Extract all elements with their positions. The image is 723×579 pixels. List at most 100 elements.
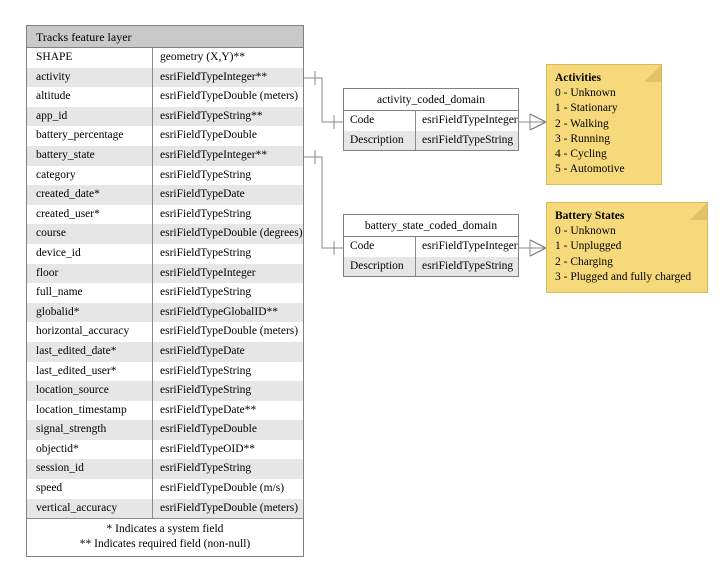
field-type: esriFieldTypeOID** (160, 442, 256, 455)
table-row: vertical_accuracy esriFieldTypeDouble (me… (27, 498, 303, 519)
table-row: location_timestamp esriFieldTypeDate** (27, 400, 303, 421)
table-row: battery_percentage esriFieldTypeDouble (27, 126, 303, 146)
field-name: course (27, 224, 153, 244)
field-type: esriFieldTypeInteger** (160, 70, 268, 83)
field-name: full_name (27, 283, 153, 303)
domain-field-type: esriFieldTypeString (422, 259, 514, 272)
connector-battery (304, 156, 343, 249)
activities-note: Activities 0 - Unknown 1 - Stationary 2 - … (546, 64, 662, 186)
table-row: course esriFieldTypeDouble (degrees) (27, 224, 303, 244)
field-name: vertical_accuracy (27, 498, 153, 519)
field-name: altitude (27, 87, 153, 107)
note-line: 3 - Running (555, 132, 610, 145)
field-type: esriFieldTypeString (160, 168, 252, 181)
tracks-feature-layer-table: Tracks feature layer SHAPE geometry (X,Y)… (26, 25, 304, 558)
domain-row: Code esriFieldTypeInteger (344, 111, 518, 131)
field-type: esriFieldTypeDouble (160, 423, 257, 436)
domain-field-type: esriFieldTypeInteger (422, 114, 518, 126)
field-type: esriFieldTypeString (160, 462, 252, 475)
domain-title: activity_coded_domain (344, 89, 518, 111)
table-row: globalid* esriFieldTypeGlobalID** (27, 302, 303, 323)
domain-row: Description esriFieldTypeString (344, 130, 518, 151)
crowsfoot-battery (529, 239, 547, 257)
field-type: esriFieldTypeDate (160, 188, 245, 201)
table-row: full_name esriFieldTypeString (27, 283, 303, 303)
field-name: objectid* (27, 439, 153, 460)
footer-line-required-field: ** Indicates required field (non-null) (79, 538, 251, 551)
field-name: last_edited_date* (27, 341, 153, 362)
note-line: 1 - Unplugged (555, 240, 622, 253)
field-rows: SHAPE geometry (X,Y)** activity esriFieldTy… (27, 48, 303, 519)
note-title: Activities (555, 72, 601, 84)
domain-field-type: esriFieldTypeString (422, 133, 514, 146)
note-lines: 0 - Unknown 1 - Unplugged 2 - Charging 3 - … (555, 224, 699, 285)
note-line: 4 - Cycling (555, 148, 607, 161)
note-line: 5 - Automotive (555, 163, 625, 176)
table-title: Tracks feature layer (27, 26, 303, 48)
field-type: esriFieldTypeDouble (meters) (160, 325, 299, 338)
domain-row: Code esriFieldTypeInteger (344, 237, 518, 257)
field-type: esriFieldTypeDate (160, 344, 245, 357)
field-type: esriFieldTypeString (160, 286, 252, 299)
table-row: objectid* esriFieldTypeOID** (27, 439, 303, 460)
note-line: 3 - Plugged and fully charged (555, 270, 692, 283)
crowsfoot-activity (529, 113, 547, 131)
field-name: created_user* (27, 204, 153, 225)
note-title: Battery States (555, 210, 625, 222)
connector-activity (304, 77, 343, 123)
table-row: created_date* esriFieldTypeDate (27, 185, 303, 205)
field-type: esriFieldTypeString (160, 246, 252, 259)
field-name: location_timestamp (27, 400, 153, 421)
table-footer-legend: * Indicates a system field ** Indicates … (27, 518, 303, 557)
table-row: app_id esriFieldTypeString** (27, 106, 303, 127)
field-name: battery_state (27, 145, 153, 166)
note-line: 2 - Walking (555, 117, 609, 130)
table-row: SHAPE geometry (X,Y)** (27, 48, 303, 68)
field-name: horizontal_accuracy (27, 322, 153, 342)
field-name: speed (27, 479, 153, 499)
folded-corner-icon (690, 203, 707, 220)
field-type: esriFieldTypeDouble (degrees) (160, 227, 303, 240)
field-name: last_edited_user* (27, 361, 153, 382)
note-line: 0 - Unknown (555, 87, 616, 100)
field-name: location_source (27, 381, 153, 401)
table-row: session_id esriFieldTypeString (27, 459, 303, 480)
domain-field-type: esriFieldTypeInteger (422, 240, 518, 252)
note-line: 0 - Unknown (555, 225, 616, 238)
field-type: esriFieldTypeString (160, 364, 252, 377)
field-type: esriFieldTypeDouble (m/s) (160, 482, 285, 495)
note-line: 1 - Stationary (555, 102, 618, 115)
field-type: esriFieldTypeString (160, 207, 252, 220)
field-type: geometry (X,Y)** (160, 51, 245, 63)
field-name: signal_strength (27, 420, 153, 440)
field-name: app_id (27, 106, 153, 127)
battery-state-coded-domain-table: battery_state_coded_domain Code esriFiel… (343, 214, 519, 278)
field-type: esriFieldTypeDouble (meters) (160, 501, 299, 514)
field-type: esriFieldTypeGlobalID** (160, 305, 279, 318)
field-name: SHAPE (27, 48, 153, 68)
table-row: last_edited_user* esriFieldTypeString (27, 361, 303, 382)
folded-corner-icon (644, 65, 661, 82)
field-name: battery_percentage (27, 126, 153, 146)
field-type: esriFieldTypeString (160, 384, 252, 397)
table-row: activity esriFieldTypeInteger** (27, 67, 303, 88)
table-row: last_edited_date* esriFieldTypeDate (27, 341, 303, 362)
field-name: globalid* (27, 302, 153, 323)
field-type: esriFieldTypeString** (160, 109, 263, 122)
field-type: esriFieldTypeDate** (160, 403, 257, 416)
table-row: created_user* esriFieldTypeString (27, 204, 303, 225)
field-type: esriFieldTypeDouble (160, 129, 257, 142)
activity-coded-domain-table: activity_coded_domain Code esriFieldType… (343, 88, 519, 152)
field-name: created_date* (27, 185, 153, 205)
note-line: 2 - Charging (555, 255, 613, 268)
note-lines: 0 - Unknown 1 - Stationary 2 - Walking 3 - … (555, 86, 653, 177)
table-row: signal_strength esriFieldTypeDouble (27, 420, 303, 440)
table-row: speed esriFieldTypeDouble (m/s) (27, 479, 303, 499)
field-name: session_id (27, 459, 153, 480)
field-name: floor (27, 263, 153, 284)
field-name: activity (27, 67, 153, 88)
